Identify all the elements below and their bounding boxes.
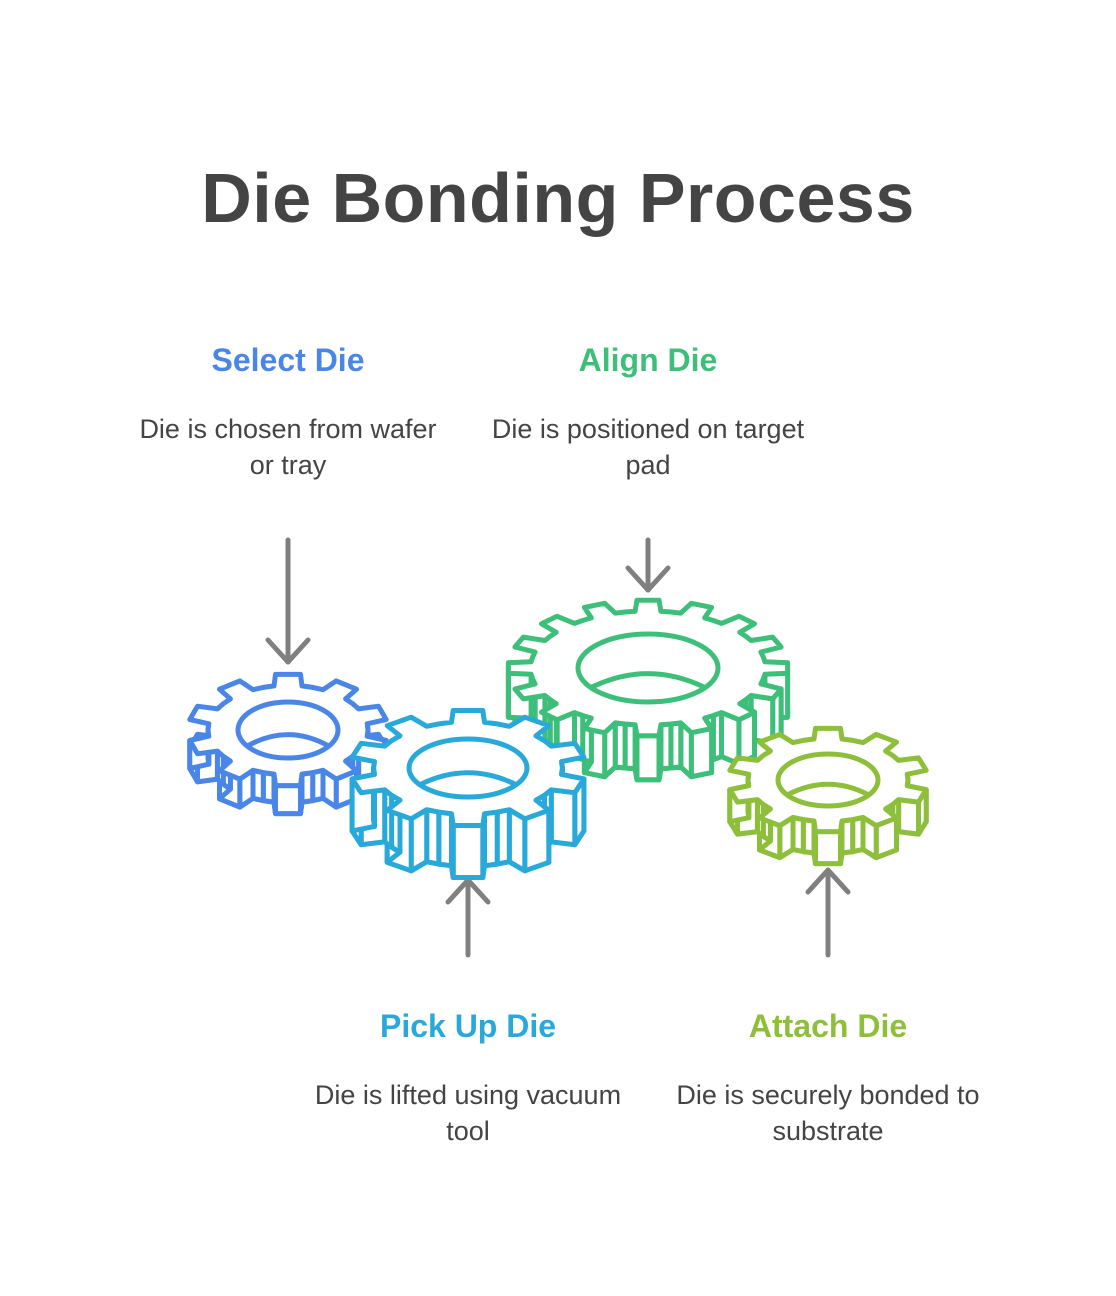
step-title: Align Die (578, 342, 718, 378)
step-select-die: Select Die Die is chosen from wafer or t… (128, 340, 448, 483)
step-title: Attach Die (748, 1008, 908, 1044)
step-description: Die is positioned on target pad (491, 414, 805, 480)
pick-arrow (445, 877, 491, 958)
select-arrow (265, 537, 311, 665)
step-title: Select Die (211, 342, 365, 378)
attach-gear (727, 725, 929, 867)
diagram-title: Die Bonding Process (201, 159, 915, 237)
pick-gear (349, 708, 587, 880)
step-align-die: Align Die Die is positioned on target pa… (488, 340, 808, 483)
select-gear (187, 671, 389, 817)
attach-arrow (805, 867, 851, 958)
step-description: Die is lifted using vacuum tool (314, 1080, 622, 1146)
align-arrow (625, 537, 671, 593)
step-description: Die is securely bonded to substrate (676, 1080, 980, 1146)
step-pick-up-die: Pick Up Die Die is lifted using vacuum t… (308, 1006, 628, 1149)
align-gear (505, 597, 791, 783)
step-description: Die is chosen from wafer or tray (139, 414, 437, 480)
step-title: Pick Up Die (379, 1008, 557, 1044)
step-attach-die: Attach Die Die is securely bonded to sub… (668, 1006, 988, 1149)
